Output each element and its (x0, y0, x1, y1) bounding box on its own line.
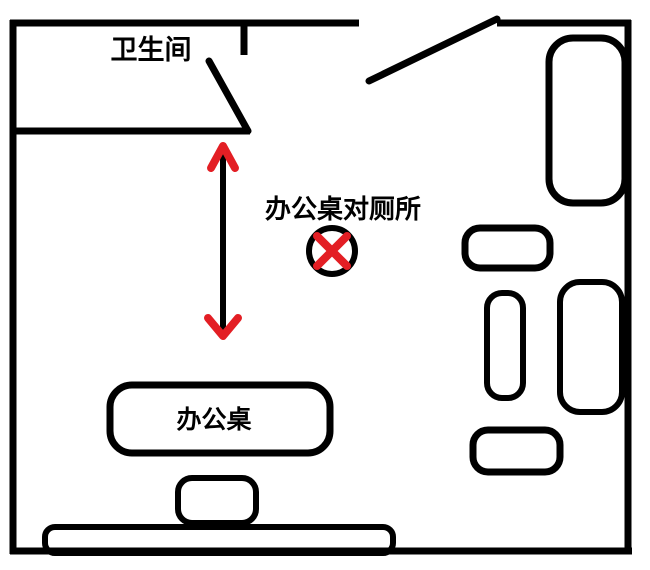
chair (175, 475, 259, 526)
cross-line-2 (313, 232, 351, 270)
arrow-heads (204, 142, 242, 340)
cabinet-right-top (545, 34, 629, 207)
office-desk (106, 381, 334, 457)
prohibition-cross-icon (313, 232, 351, 270)
desk-label: 办公桌 (176, 406, 251, 434)
prohibition-circle (306, 225, 358, 277)
furniture (106, 34, 629, 526)
bathroom-door-swing (205, 57, 252, 135)
arrow-head-down-icon (204, 314, 242, 340)
small-table-upper (461, 224, 554, 272)
bathroom-label: 卫生间 (111, 35, 192, 65)
small-table-lower (469, 426, 564, 476)
cabinet-right-middle (484, 290, 526, 401)
entry-door-swing (365, 15, 501, 85)
cabinet-right-tall (557, 279, 625, 415)
annotation-label: 办公桌对厕所 (265, 195, 421, 224)
arrow-head-up-icon (207, 142, 239, 172)
